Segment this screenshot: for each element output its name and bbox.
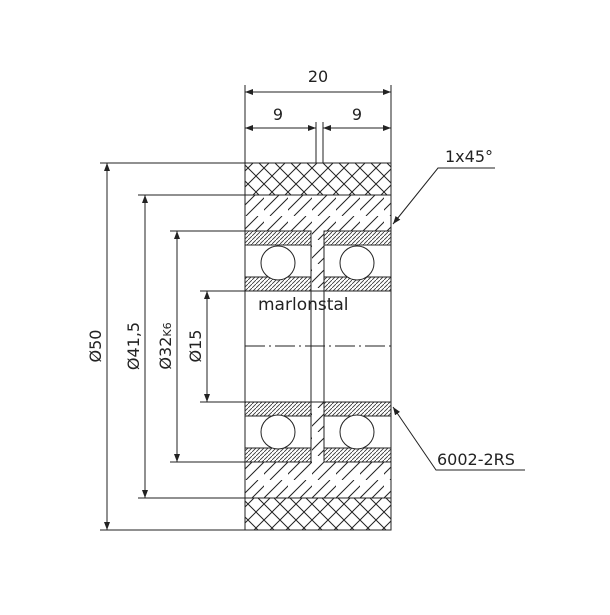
tread-bottom xyxy=(244,497,392,531)
dim-total-width: 20 xyxy=(308,67,328,86)
dim-shaft-diameter: Ø15 xyxy=(186,330,205,363)
bearing-label: 6002-2RS xyxy=(437,450,515,469)
dim-right-width: 9 xyxy=(352,105,362,124)
dim-outer-diameter: Ø50 xyxy=(86,330,105,363)
watermark: marlonstal xyxy=(258,295,349,315)
dim-tread-diameter: Ø41,5 xyxy=(124,322,143,370)
dim-left-width: 9 xyxy=(273,105,283,124)
dim-bore-diameter: Ø32K6 xyxy=(156,322,175,369)
tread-top xyxy=(244,162,392,196)
chamfer-label: 1x45° xyxy=(445,147,493,166)
